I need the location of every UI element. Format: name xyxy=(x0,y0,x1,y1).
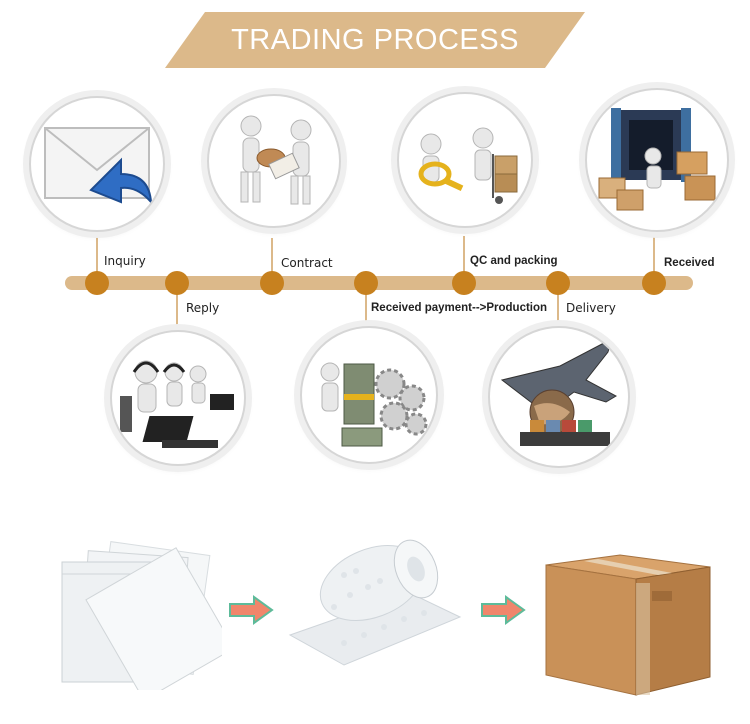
arrow-right-icon xyxy=(481,595,526,625)
arrow-right-icon xyxy=(229,595,274,625)
bubble-wrap-roll-icon xyxy=(288,539,462,666)
qc-inspection-icon xyxy=(397,92,533,228)
cardboard-box-icon xyxy=(545,554,711,696)
node-production xyxy=(354,271,378,295)
airplane-globe-ship-icon xyxy=(488,326,630,468)
node-qc xyxy=(452,271,476,295)
handshake-contract-icon xyxy=(207,94,341,228)
step-label-reply: Reply xyxy=(186,301,220,315)
node-delivery xyxy=(546,271,570,295)
step-label-qc: QC and packing xyxy=(470,255,558,267)
step-label-delivery: Delivery xyxy=(566,301,616,315)
call-center-icon xyxy=(110,330,246,466)
page-title: TRADING PROCESS xyxy=(231,24,519,56)
step-label-received: Received xyxy=(664,257,715,269)
envelope-reply-icon xyxy=(29,96,165,232)
warehouse-icon xyxy=(585,88,729,232)
title-banner xyxy=(165,12,585,68)
node-inquiry xyxy=(85,271,109,295)
step-label-contract: Contract xyxy=(281,256,333,270)
node-contract xyxy=(260,271,284,295)
plastic-bags-icon xyxy=(61,541,222,690)
step-label-production: Received payment-->Production xyxy=(371,302,548,314)
money-gears-icon xyxy=(300,326,438,464)
node-received xyxy=(642,271,666,295)
node-reply xyxy=(165,271,189,295)
step-label-inquiry: Inquiry xyxy=(104,254,146,268)
